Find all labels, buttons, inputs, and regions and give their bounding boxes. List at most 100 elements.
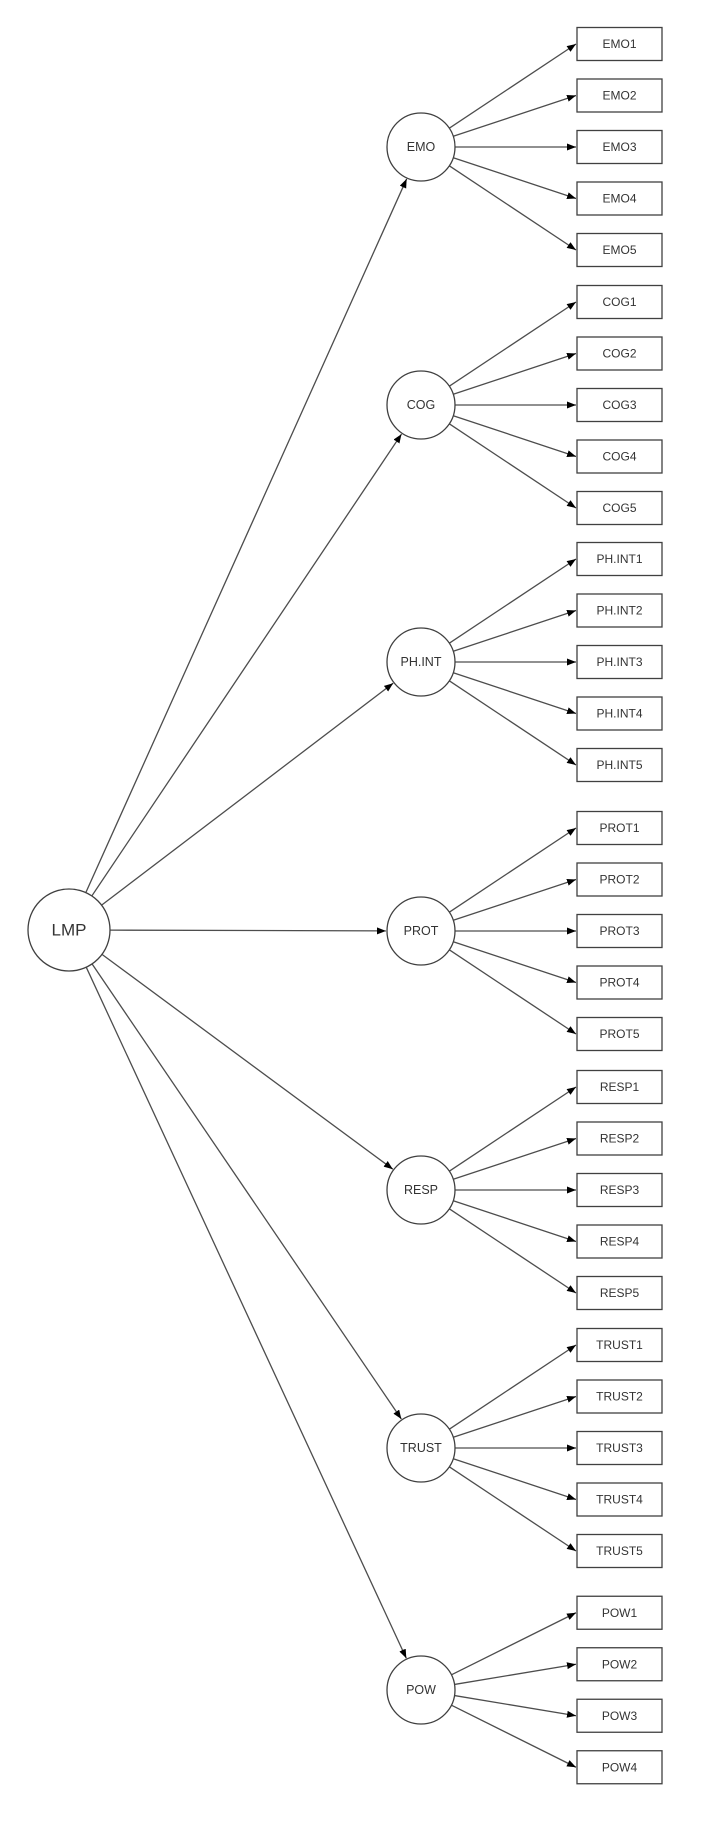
edge-pow-pow2: [454, 1662, 577, 1686]
indicator-box-prot4: PROT4: [576, 965, 663, 1000]
edge-emo-emo1: [448, 43, 577, 129]
edge-trust-trust1: [448, 1344, 577, 1430]
indicator-box-label: COG4: [602, 450, 636, 464]
indicator-box-label: POW4: [602, 1760, 638, 1774]
indicator-box-prot2: PROT2: [576, 862, 663, 897]
factor-node-circle: [386, 1655, 456, 1725]
factor-node-label: TRUST: [400, 1441, 442, 1455]
indicator-box-label: RESP2: [600, 1132, 640, 1146]
indicator-box-rect: [576, 965, 663, 1000]
edge-resp-resp5: [448, 1208, 577, 1294]
indicator-box-label: RESP5: [600, 1286, 640, 1300]
edge-emo-emo4: [453, 157, 577, 200]
edge-ph-int-ph-int5: [448, 680, 577, 766]
edge-ph-int-ph-int2: [453, 609, 577, 652]
latent-node-lmp: LMP: [27, 888, 111, 972]
edge-lmp-trust: [91, 963, 402, 1420]
indicator-box-label: EMO3: [602, 140, 636, 154]
factor-node-cog: COG: [386, 370, 456, 440]
indicator-box-rect: [576, 1121, 663, 1156]
edge-prot-prot2: [453, 878, 577, 921]
indicator-box-ph-int2: PH.INT2: [576, 593, 663, 628]
indicator-box-ph-int4: PH.INT4: [576, 696, 663, 731]
edge-resp-resp2: [453, 1137, 577, 1180]
indicator-box-rect: [576, 1016, 663, 1052]
edge-cog-cog4: [453, 415, 577, 458]
edge-cog-cog5: [448, 423, 577, 509]
indicator-box-emo5: EMO5: [576, 232, 663, 268]
indicator-box-cog3: COG3: [576, 387, 663, 423]
indicator-box-emo1: EMO1: [576, 26, 663, 62]
factor-node-label: POW: [406, 1683, 436, 1697]
indicator-box-rect: [576, 490, 663, 526]
indicator-box-ph-int5: PH.INT5: [576, 747, 663, 783]
indicator-box-label: PH.INT2: [596, 604, 642, 618]
edge-ph-int-ph-int4: [453, 672, 577, 715]
indicator-box-pow1: POW1: [576, 1595, 663, 1630]
indicator-box-rect: [576, 387, 663, 423]
edge-ph-int-ph-int1: [448, 558, 577, 644]
edge-lmp-ph-int: [101, 682, 394, 906]
factor-node-pow: POW: [386, 1655, 456, 1725]
indicator-box-label: PH.INT4: [596, 707, 642, 721]
indicator-box-prot5: PROT5: [576, 1016, 663, 1052]
indicator-box-label: COG1: [602, 295, 636, 309]
indicator-box-label: PROT1: [599, 821, 639, 835]
indicator-box-rect: [576, 1275, 663, 1311]
indicator-box-rect: [576, 1430, 663, 1466]
indicator-box-rect: [576, 1647, 663, 1682]
indicator-box-label: PROT3: [599, 924, 639, 938]
factor-node-circle: [386, 112, 456, 182]
edge-lmp-emo: [85, 178, 408, 893]
indicator-box-emo4: EMO4: [576, 181, 663, 216]
indicator-box-ph-int3: PH.INT3: [576, 644, 663, 680]
indicator-box-label: TRUST5: [596, 1544, 643, 1558]
indicator-box-label: TRUST1: [596, 1338, 643, 1352]
indicator-box-label: PROT2: [599, 873, 639, 887]
edge-emo-emo5: [448, 165, 577, 251]
indicator-box-label: RESP1: [600, 1080, 640, 1094]
factor-node-label: PROT: [404, 924, 439, 938]
factor-node-prot: PROT: [386, 896, 456, 966]
indicator-box-label: TRUST4: [596, 1493, 643, 1507]
indicator-box-cog1: COG1: [576, 284, 663, 320]
indicator-box-rect: [576, 1482, 663, 1517]
edge-trust-trust5: [448, 1466, 577, 1552]
indicator-box-rect: [576, 1224, 663, 1259]
indicator-box-trust4: TRUST4: [576, 1482, 663, 1517]
indicator-box-trust1: TRUST1: [576, 1327, 663, 1363]
edge-emo-emo2: [453, 94, 577, 137]
latent-node-label: LMP: [52, 921, 87, 940]
indicator-box-rect: [576, 747, 663, 783]
indicator-box-label: RESP4: [600, 1235, 640, 1249]
indicator-box-rect: [576, 913, 663, 949]
edge-cog-cog2: [453, 352, 577, 395]
indicator-box-label: PROT4: [599, 976, 639, 990]
factor-node-resp: RESP: [386, 1155, 456, 1225]
edge-lmp-cog: [91, 433, 403, 897]
indicator-box-label: EMO5: [602, 243, 636, 257]
indicator-box-resp5: RESP5: [576, 1275, 663, 1311]
factor-node-trust: TRUST: [386, 1413, 456, 1483]
indicator-box-label: PH.INT3: [596, 655, 642, 669]
indicator-box-rect: [576, 696, 663, 731]
edge-lmp-resp: [101, 953, 394, 1170]
indicator-box-rect: [576, 644, 663, 680]
factor-node-label: EMO: [407, 140, 436, 154]
indicator-box-rect: [576, 26, 663, 62]
edge-pow-pow3: [454, 1694, 577, 1718]
edge-lmp-pow: [85, 966, 407, 1659]
edge-lmp-prot: [109, 927, 387, 935]
indicator-box-prot3: PROT3: [576, 913, 663, 949]
indicator-box-pow2: POW2: [576, 1647, 663, 1682]
indicator-box-resp1: RESP1: [576, 1069, 663, 1105]
factor-node-label: PH.INT: [401, 655, 442, 669]
indicator-box-label: PH.INT1: [596, 552, 642, 566]
indicator-box-trust3: TRUST3: [576, 1430, 663, 1466]
indicator-box-rect: [576, 78, 663, 113]
indicator-box-trust5: TRUST5: [576, 1533, 663, 1569]
indicator-box-resp2: RESP2: [576, 1121, 663, 1156]
edge-resp-resp4: [453, 1200, 577, 1243]
